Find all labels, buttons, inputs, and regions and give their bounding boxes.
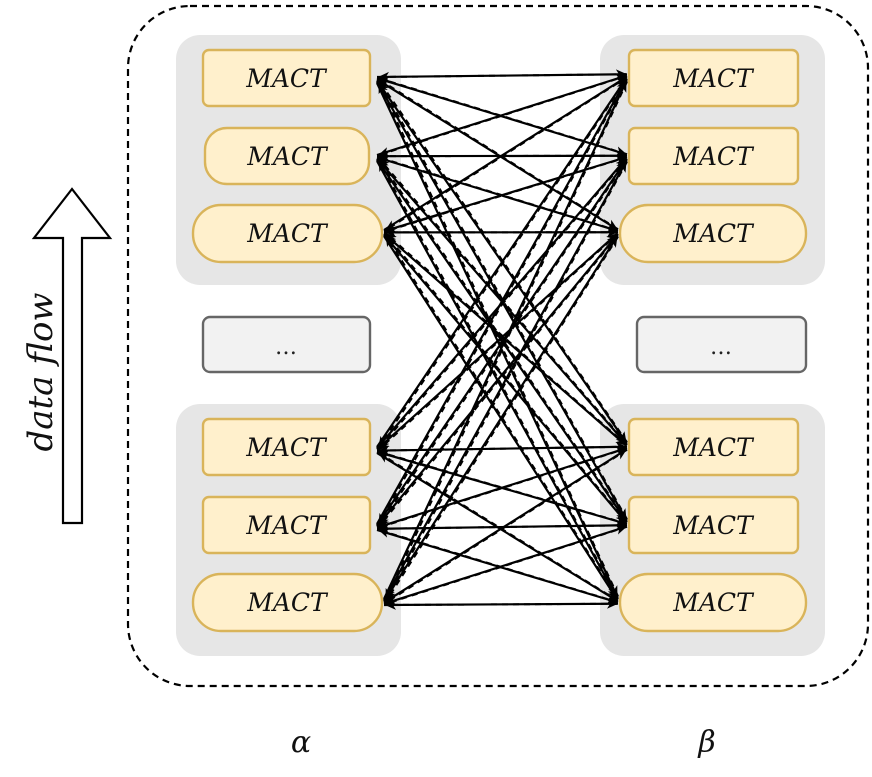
data-flow-arrow-icon: [31, 187, 113, 525]
solid-edge: [376, 156, 618, 233]
node-label: MACT: [672, 511, 755, 540]
solid-edge: [383, 155, 627, 233]
beta-node-2: MACT: [627, 126, 800, 186]
solid-edge: [376, 159, 627, 526]
data-flow-label: data flow: [21, 292, 61, 451]
alpha-node-1: MACT: [201, 48, 372, 108]
beta-ellipsis-box: …: [635, 315, 808, 374]
solid-edge: [376, 77, 627, 448]
node-label: MACT: [245, 433, 328, 462]
solid-edge: [376, 234, 618, 528]
alpha-node-5: MACT: [201, 495, 372, 555]
alpha-node-4: MACT: [201, 417, 372, 477]
alpha-column-label: α: [291, 725, 311, 760]
solid-edge: [376, 520, 627, 531]
dashed-edge: [385, 232, 628, 447]
beta-node-1: MACT: [627, 48, 800, 108]
solid-edge: [383, 235, 618, 602]
solid-edge: [376, 446, 627, 529]
alpha-node-3: MACT: [191, 203, 384, 264]
node-label: MACT: [672, 588, 755, 617]
node-label: MACT: [245, 64, 328, 93]
outer-dashed-container: [126, 4, 870, 688]
solid-edge: [383, 448, 627, 604]
dashed-edge: [378, 80, 628, 520]
solid-edge: [383, 160, 627, 601]
node-label: MACT: [672, 142, 755, 171]
beta-node-5: MACT: [627, 495, 800, 555]
solid-edge: [383, 76, 627, 231]
node-label: MACT: [672, 64, 755, 93]
node-label: MACT: [246, 142, 329, 171]
beta-column-label: β: [697, 725, 715, 760]
solid-edge: [383, 525, 627, 605]
dashed-edge: [378, 233, 619, 451]
solid-edge: [376, 232, 618, 451]
solid-edge: [383, 80, 627, 600]
ellipsis-label: …: [710, 335, 732, 360]
solid-edge: [383, 598, 618, 609]
ellipsis-label: …: [275, 335, 297, 360]
solid-edge: [376, 69, 627, 80]
solid-edge: [376, 78, 618, 231]
node-label: MACT: [672, 433, 755, 462]
solid-edge: [376, 74, 627, 157]
beta-node-3: MACT: [618, 203, 808, 264]
node-label: MACT: [246, 219, 329, 248]
node-label: MACT: [246, 588, 329, 617]
beta-node-6: MACT: [618, 572, 808, 633]
alpha-node-6: MACT: [191, 572, 384, 633]
beta-node-4: MACT: [627, 417, 800, 477]
edges-layer: [376, 69, 628, 610]
solid-edge: [376, 79, 627, 525]
alpha-node-2: MACT: [203, 126, 371, 186]
node-label: MACT: [245, 511, 328, 540]
alpha-ellipsis-box: …: [201, 315, 372, 374]
node-label: MACT: [672, 219, 755, 248]
